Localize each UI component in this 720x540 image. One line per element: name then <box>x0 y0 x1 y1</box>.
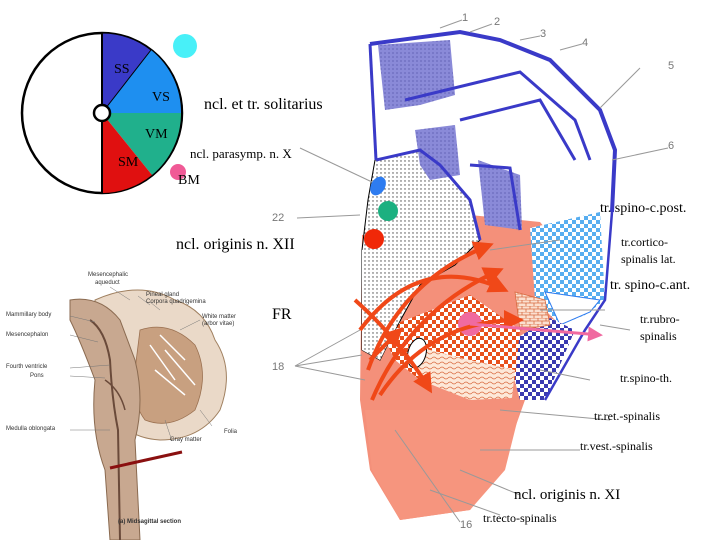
brainstem <box>69 298 141 540</box>
fr-arrow-3 <box>358 274 509 332</box>
leader-number-1: 1 <box>462 12 469 24</box>
label-cortico-spinalis-2: spinalis lat. <box>621 252 676 266</box>
leader-number-5: 5 <box>668 60 675 72</box>
label-spino-c-ant: tr. spino-c.ant. <box>610 278 691 293</box>
fr-arrow-4 <box>378 310 524 397</box>
cyan-dot <box>173 34 197 58</box>
label-tecto-spinalis: tr.tecto-spinalis <box>483 511 557 525</box>
lower-salmon <box>365 410 520 520</box>
section-level-line <box>109 450 183 470</box>
inset-label-folia: Folia <box>224 429 238 435</box>
pink-dot <box>170 164 186 180</box>
wheel-label-bm: BM <box>178 173 200 188</box>
label-originis-xii: ncl. originis n. XII <box>176 236 295 253</box>
wheel-sector-ss <box>102 33 151 113</box>
wheel-center <box>92 103 112 123</box>
leader-number-6: 6 <box>668 140 675 152</box>
leader-number-3: 3 <box>540 28 547 40</box>
dorsal-field-1 <box>378 40 455 110</box>
wheel-label-sm: SM <box>118 155 139 170</box>
label-spino-c-post: tr. spino-c.post. <box>600 201 687 216</box>
wheel-sector-sm <box>102 113 152 193</box>
inset-label-white-matter-1: White matter <box>202 314 237 320</box>
inset-label-fourth-ventricle: Fourth ventricle <box>6 364 48 370</box>
fr-arrow-1 <box>366 241 494 371</box>
green-nucleus-dot <box>378 201 398 221</box>
label-ret-spinalis: tr.ret.-spinalis <box>594 409 660 423</box>
wavy-region <box>410 345 515 400</box>
leader-number-2: 2 <box>494 16 501 28</box>
inset-label-gray-matter: Gray matter <box>170 437 202 443</box>
wheel-label-vs: VS <box>152 90 170 105</box>
label-cortico-spinalis-1: tr.cortico- <box>621 235 668 249</box>
wheel-sector-vs <box>102 50 182 113</box>
rubro-arrow <box>469 322 603 342</box>
label-originis-xi: ncl. originis n. XI <box>514 487 621 503</box>
leader-number-18: 18 <box>272 361 285 373</box>
inset-label-mesencephalic-2: aqueduct <box>95 280 120 286</box>
leader-number-22: 22 <box>272 212 285 224</box>
wheel-label-ss: SS <box>114 62 130 77</box>
spino-th-region <box>505 318 575 400</box>
fr-arrows <box>353 241 524 401</box>
inset-label-corpora: Corpora quadrigemina <box>146 299 206 305</box>
inset-label-mesencephalic-1: Mesencephalic <box>88 272 129 278</box>
spino-c-ant-band <box>544 291 601 326</box>
brain-inset <box>0 268 250 540</box>
label-vest-spinalis: tr.vest.-spinalis <box>580 439 653 453</box>
inner-boundary-3 <box>469 163 522 231</box>
leader-number-4: 4 <box>582 37 589 49</box>
leader-1 <box>439 19 463 29</box>
dorsal-field-2 <box>415 125 460 180</box>
inner-boundary-1 <box>404 70 592 161</box>
blue-nucleus-dot <box>370 176 386 196</box>
fr-arrow-6 <box>368 327 403 362</box>
label-rubro-2: spinalis <box>640 329 677 343</box>
outer-boundary-lateral <box>543 211 614 401</box>
label-solitarius: ncl. et tr. solitarius <box>204 96 323 113</box>
inset-label-pineal: Pineal gland <box>146 292 180 298</box>
wheel-sector-vm <box>102 113 182 175</box>
label-spino-th: tr.spino-th. <box>620 371 673 385</box>
wheel-label-vm: VM <box>145 127 168 142</box>
leader-number-16: 16 <box>460 519 473 531</box>
leader-lines <box>294 19 669 523</box>
label-rubro-1: tr.rubro- <box>640 312 680 326</box>
nucleus-wheel <box>20 31 184 195</box>
inset-label-medulla: Medulla oblongata <box>6 426 56 432</box>
inset-label-mammillary: Mammillary body <box>6 312 52 318</box>
gray-boundary <box>375 148 482 241</box>
inset-caption: (a) Midsagittal section <box>118 519 182 525</box>
inner-boundary-2 <box>459 98 577 161</box>
outer-boundary-dorsal <box>369 29 618 213</box>
inset-label-pons: Pons <box>30 373 44 379</box>
label-fr: FR <box>272 306 292 323</box>
label-parasymp: ncl. parasymp. n. X <box>190 146 292 161</box>
inset-label-mesencephalon: Mesencephalon <box>6 332 49 338</box>
inset-label-white-matter-2: (arbor vitae) <box>202 321 235 327</box>
red-nucleus-dot <box>364 229 384 249</box>
